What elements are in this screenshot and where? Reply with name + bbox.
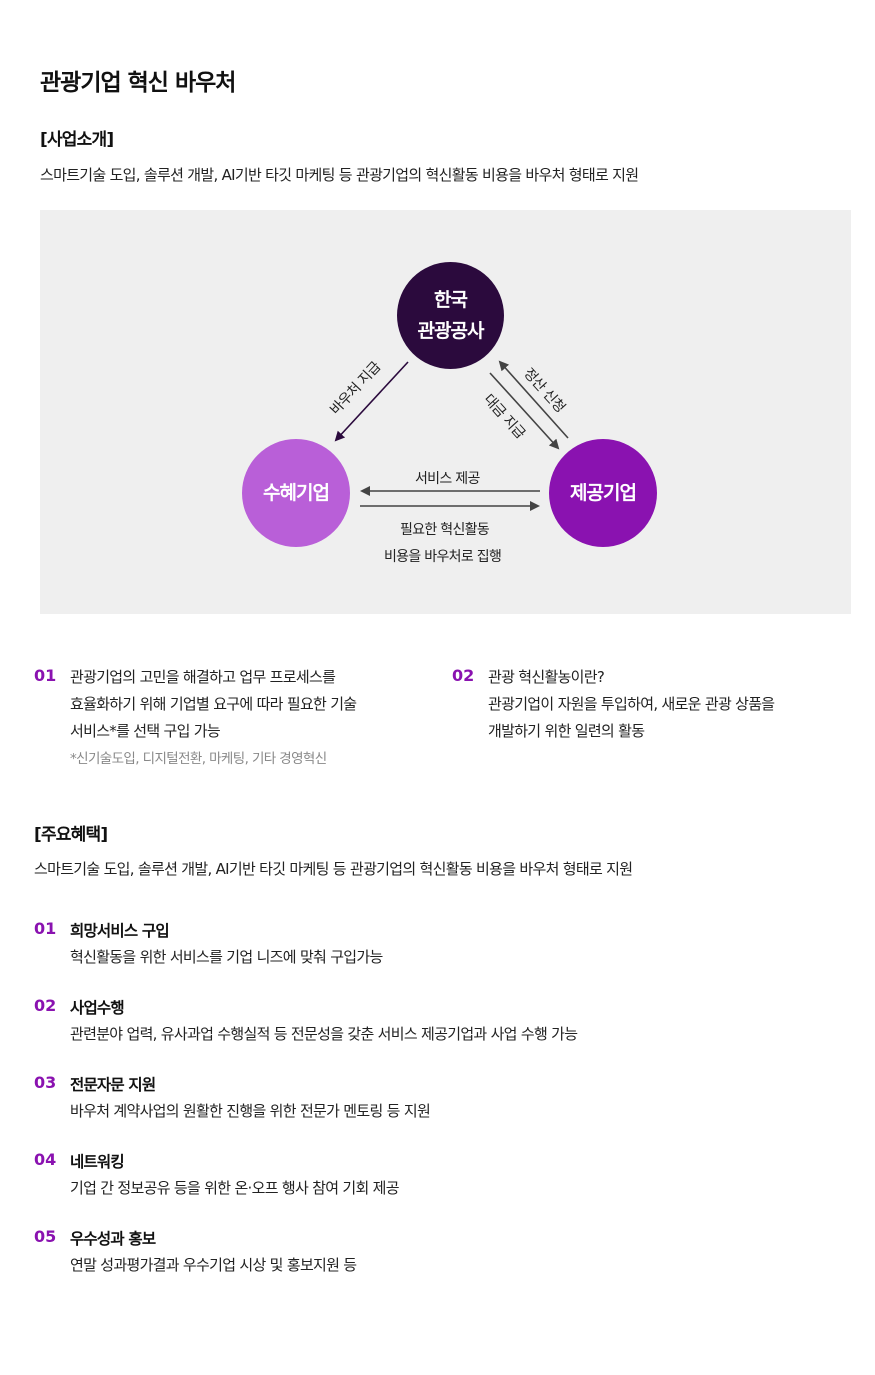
node-top-line-1: 한국 (434, 288, 468, 311)
arrow-settlement (498, 360, 569, 439)
section-heading-intro: [사업소개] (40, 130, 114, 150)
node-top-line-2: 관광공사 (417, 319, 485, 342)
flow-diagram: 한국 관광공사 수혜기업 제공기업 바우처 지급 정산 신청 대금 지급 서비스… (40, 210, 851, 614)
benefit-number: 04 (34, 1150, 57, 1169)
section-heading-benefits: [주요혜택] (34, 825, 108, 845)
benefit-number: 05 (34, 1227, 57, 1246)
benefit-number: 01 (34, 919, 57, 938)
benefit-title: 네트워킹 (70, 1153, 125, 1171)
point-line: 관광기업이 자원을 투입하여, 새로운 관광 상품을 (488, 695, 775, 713)
point-line: 서비스*를 선택 구입 가능 (70, 722, 221, 740)
point-line: 관광 혁신활농이란? (488, 668, 605, 686)
node-beneficiary: 수혜기업 (242, 439, 350, 547)
benefit-desc: 관련분야 업력, 유사과업 수행실적 등 전문성을 갖춘 서비스 제공기업과 사… (70, 1025, 578, 1043)
point-line: 관광기업의 고민을 해결하고 업무 프로세스를 (70, 668, 336, 686)
label-service: 서비스 제공 (415, 471, 480, 487)
benefit-desc: 기업 간 정보공유 등을 위한 온·오프 행사 참여 기회 제공 (70, 1179, 400, 1197)
benefit-desc: 바우처 계약사업의 원활한 진행을 위한 전문가 멘토링 등 지원 (70, 1102, 431, 1120)
node-left-label: 수혜기업 (263, 481, 330, 504)
node-korea-tourism: 한국 관광공사 (397, 262, 504, 369)
label-spend-line-2: 비용을 바우처로 집행 (384, 549, 502, 565)
benefit-title: 사업수행 (70, 999, 125, 1017)
diagram-arrows (334, 360, 569, 511)
benefit-desc: 혁신활동을 위한 서비스를 기업 니즈에 맞춰 구입가능 (70, 948, 383, 966)
node-right-label: 제공기업 (570, 481, 637, 504)
point-number: 01 (34, 666, 57, 685)
intro-description: 스마트기술 도입, 솔루션 개발, AI기반 타깃 마케팅 등 관광기업의 혁신… (40, 166, 639, 184)
benefit-title: 우수성과 홍보 (70, 1230, 156, 1248)
arrow-voucher (334, 361, 409, 442)
benefit-number: 03 (34, 1073, 57, 1092)
point-line: 개발하기 위한 일련의 활동 (488, 722, 645, 740)
benefits-description: 스마트기술 도입, 솔루션 개발, AI기반 타깃 마케팅 등 관광기업의 혁신… (34, 860, 633, 878)
benefit-number: 02 (34, 996, 57, 1015)
point-number: 02 (452, 666, 475, 685)
point-note: *신기술도입, 디지털전환, 마케팅, 기타 경영혁신 (70, 751, 327, 767)
arrow-payment (489, 372, 560, 450)
node-provider: 제공기업 (549, 439, 657, 547)
point-line: 효율화하기 위해 기업별 요구에 따라 필요한 기술 (70, 695, 357, 713)
label-spend-line-1: 필요한 혁신활동 (400, 522, 490, 538)
page-title: 관광기업 혁신 바우처 (40, 70, 236, 96)
benefit-desc: 연말 성과평가결과 우수기업 시상 및 홍보지원 등 (70, 1256, 357, 1274)
benefit-title: 전문자문 지원 (70, 1076, 156, 1094)
benefit-title: 희망서비스 구입 (70, 922, 170, 940)
